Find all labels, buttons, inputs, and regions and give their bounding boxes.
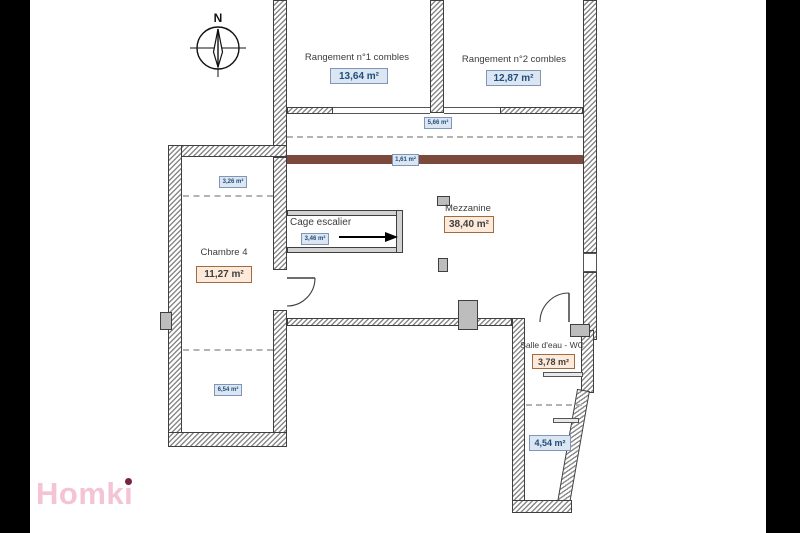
structural-post-lower — [458, 300, 478, 330]
window-right-wall — [583, 253, 597, 272]
area-badge-chambre4: 11,27 m² — [196, 266, 252, 283]
area-badge-rangement2: 12,87 m² — [486, 70, 541, 86]
area-badge-beam: 1,61 m² — [392, 154, 419, 166]
wall-mezzanine-bottom — [287, 318, 512, 326]
boundary-dashed-line-bathroom — [526, 404, 582, 406]
stair-rail-bottom — [287, 247, 402, 253]
door-arc-salle-deau — [539, 292, 570, 323]
opening-rangement1 — [333, 107, 430, 114]
fixture-bar-upper — [543, 372, 583, 377]
left-letterbox-bar — [0, 0, 30, 533]
area-badge-cage-escalier: 3,46 m² — [301, 233, 329, 245]
wall-bathroom-bottom — [512, 500, 572, 513]
wall-chambre-right-lower — [273, 310, 287, 447]
room-label-salle-deau: Salle d'eau - WC — [520, 340, 584, 350]
structural-post-middle — [438, 258, 448, 272]
right-letterbox-bar — [766, 0, 800, 533]
boundary-dashed-line-top — [287, 136, 583, 138]
area-badge-rangement1: 13,64 m² — [330, 68, 388, 84]
opening-rangement2 — [444, 107, 500, 114]
area-badge-chambre-lower: 6,54 m² — [214, 384, 242, 396]
area-badge-wc-lower: 4,54 m² — [529, 435, 571, 451]
structural-post-upper — [437, 196, 450, 206]
door-arc-chambre — [286, 277, 316, 307]
room-label-cage-escalier: Cage escalier — [290, 217, 352, 228]
homki-logo-i: i — [124, 476, 134, 511]
wall-rangement2-bottom — [500, 107, 583, 114]
wall-right-upper — [583, 0, 597, 253]
wall-rangement1-bottom — [287, 107, 333, 114]
homki-logo: Homki — [36, 476, 133, 512]
stair-direction-arrow — [339, 232, 398, 242]
boundary-dashed-line-chambre-lower — [183, 349, 273, 351]
structural-post-bathroom-corner — [570, 324, 590, 337]
room-label-chambre4: Chambre 4 — [200, 247, 248, 258]
homki-logo-dot — [125, 478, 133, 485]
compass-north-label: N — [214, 11, 223, 25]
stair-rail-top — [287, 210, 402, 216]
area-badge-mezzanine: 38,40 m² — [444, 216, 494, 233]
wall-rangement-divider — [430, 0, 444, 113]
beam-strip — [287, 155, 583, 164]
fixture-bar-lower — [553, 418, 579, 423]
room-label-mezzanine: Mezzanine — [445, 203, 491, 214]
wall-chambre-top — [168, 145, 287, 157]
room-label-rangement2: Rangement n°2 combles — [461, 54, 567, 65]
compass-icon: N — [190, 11, 246, 77]
wall-chambre-bottom — [168, 432, 287, 447]
area-badge-chambre-upper: 3,26 m² — [219, 176, 247, 188]
wall-chambre-left — [168, 145, 182, 447]
area-badge-landing: 5,66 m² — [424, 117, 452, 129]
wall-rangement1-left — [273, 0, 287, 157]
homki-logo-text: Homk — [36, 476, 125, 511]
area-badge-salle-deau: 3,78 m² — [532, 354, 575, 369]
structural-bump-left-wall — [160, 312, 172, 330]
room-label-rangement1: Rangement n°1 combles — [304, 52, 410, 63]
wall-chambre-right-upper — [273, 157, 287, 270]
boundary-dashed-line-chambre-upper — [183, 195, 273, 197]
stair-rail-end — [396, 210, 403, 253]
